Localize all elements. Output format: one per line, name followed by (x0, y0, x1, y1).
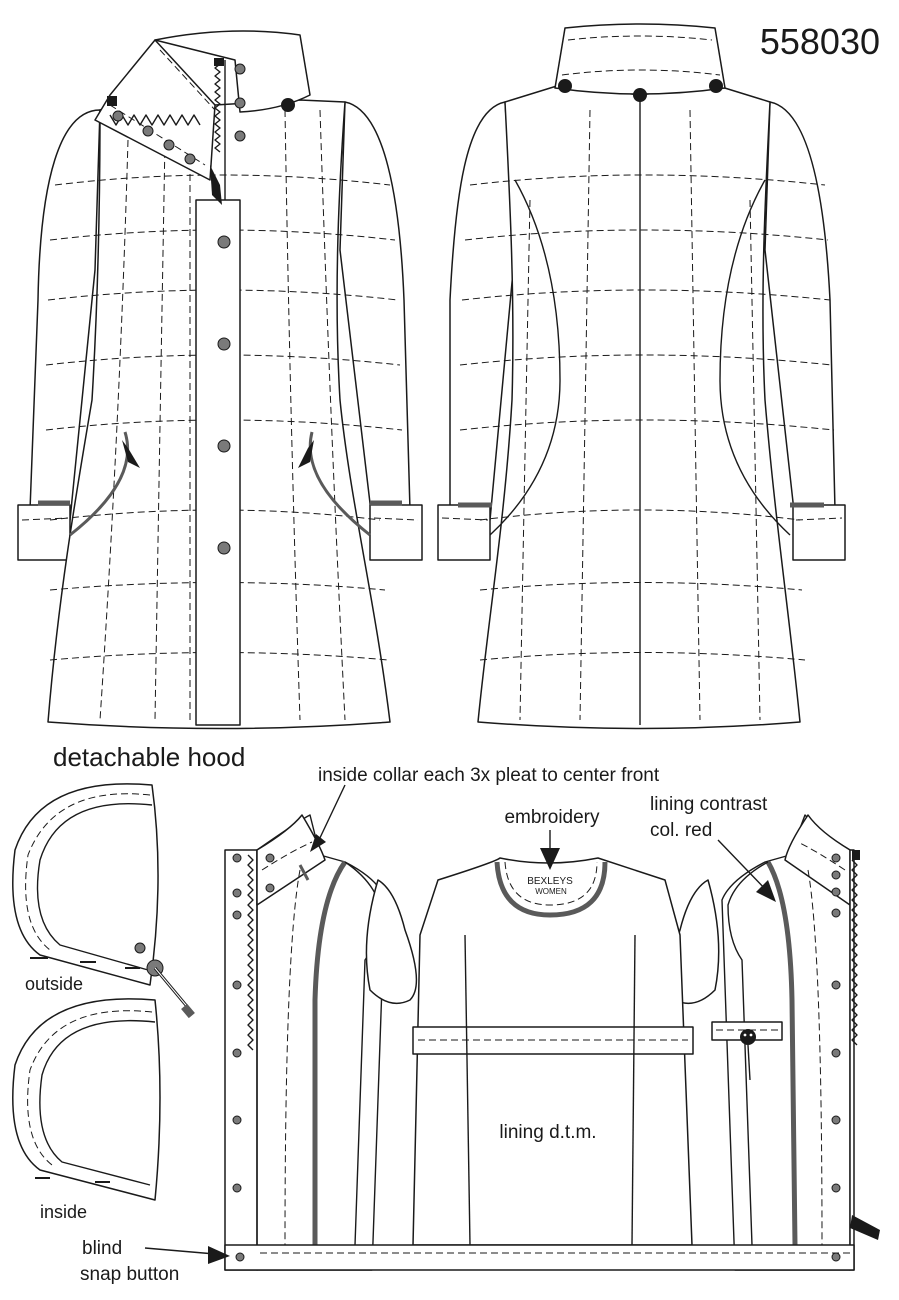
inside-right-snaps (831, 853, 841, 1262)
snap-icon (265, 883, 275, 893)
embroidery-label-line2: WOMEN (535, 887, 567, 896)
inside-view: BEXLEYS WOMEN lining d.t.m. (224, 814, 880, 1271)
collar-snap-icon (112, 110, 124, 122)
snap-icon (232, 980, 242, 990)
front-right-pocket (308, 431, 371, 537)
hood-toggle-icon (134, 942, 146, 954)
front-collar-zigzag (109, 114, 201, 126)
inside-left-zipper-teeth (247, 854, 254, 1051)
inside-left-armhole (365, 879, 418, 1005)
snap-icon (265, 853, 275, 863)
callouts: inside collar each 3x pleat to center fr… (80, 765, 776, 1285)
inside-hem-band (224, 1244, 855, 1271)
inside-right-collar (784, 814, 851, 906)
back-collar-button-icon (633, 88, 647, 102)
back-right-sleeve (764, 101, 836, 521)
front-collar-lapel (94, 39, 216, 181)
snap-icon (831, 908, 841, 918)
back-left-sleeve (449, 101, 516, 521)
snap-icon (232, 853, 242, 863)
blind-snap-callout-line2: snap button (80, 1264, 179, 1285)
back-left-cuff (437, 504, 491, 561)
inside-left-contrast-lining (312, 860, 348, 1245)
back-right-princess-seam (719, 179, 791, 536)
style-number: 558030 (760, 21, 880, 62)
snap-icon (831, 1252, 841, 1262)
front-view (17, 30, 423, 730)
inside-left-facing (224, 849, 258, 1271)
collar-button-icon (281, 98, 295, 112)
snap-icon (232, 888, 242, 898)
snap-icon (831, 887, 841, 897)
snap-icon (831, 853, 841, 863)
front-left-pocket (69, 431, 130, 537)
back-collar (554, 23, 726, 95)
front-right-cuff (369, 504, 423, 561)
embroidery-label-line1: BEXLEYS (527, 876, 573, 887)
snap-icon (831, 1115, 841, 1125)
snap-icon (831, 980, 841, 990)
snap-icon (232, 1048, 242, 1058)
blind-snap-callout-line1: blind (82, 1238, 122, 1259)
back-body (477, 84, 801, 730)
front-right-sleeve (339, 101, 411, 521)
snap-icon (831, 870, 841, 880)
front-left-sleeve (29, 109, 101, 521)
back-left-princess-seam (489, 179, 561, 536)
inside-left-snaps (232, 853, 275, 1262)
back-view (437, 23, 846, 730)
lining-contrast-callout-line1: lining contrast (650, 794, 768, 815)
arrow-icon (756, 880, 776, 902)
front-button-icon (217, 541, 231, 555)
hood-outside-label: outside (25, 974, 83, 994)
neck-contrast-binding (494, 861, 608, 918)
collar-snap-icon (163, 139, 175, 151)
inside-left-collar (256, 814, 326, 906)
arrow-icon (540, 848, 560, 870)
snap-icon (831, 1048, 841, 1058)
front-placket (195, 199, 241, 726)
front-zipper-teeth (214, 59, 221, 153)
collar-snap-icon (234, 97, 246, 109)
blind-snap-icon (235, 1252, 245, 1262)
collar-snap-icon (142, 125, 154, 137)
snap-icon (232, 1115, 242, 1125)
inside-right-facing (849, 849, 855, 1271)
collar-snap-icon (184, 153, 196, 165)
front-collar (154, 30, 311, 113)
hood-section-title: detachable hood (53, 742, 245, 772)
front-button-icon (217, 235, 231, 249)
back-collar-button-icon (709, 79, 723, 93)
back-right-cuff (792, 504, 846, 561)
front-button-icon (217, 439, 231, 453)
back-collar-button-icon (558, 79, 572, 93)
inner-pocket-button-icon (740, 1029, 756, 1045)
arrow-icon (208, 1246, 230, 1264)
snap-icon (232, 1183, 242, 1193)
lining-main-label: lining d.t.m. (499, 1122, 596, 1143)
inside-collar-callout: inside collar each 3x pleat to center fr… (318, 765, 660, 786)
hood-inside-label: inside (40, 1202, 87, 1222)
front-button-icon (217, 337, 231, 351)
lining-contrast-callout-line2: col. red (650, 820, 712, 841)
arrow-icon (310, 834, 326, 852)
collar-snap-icon (234, 63, 246, 75)
inside-right-contrast-lining (765, 860, 798, 1246)
snap-icon (232, 910, 242, 920)
front-left-cuff (17, 504, 71, 561)
embroidery-callout: embroidery (504, 807, 600, 828)
inside-right-zipper-teeth (851, 859, 858, 1046)
hood-inside-view (12, 998, 161, 1201)
snap-icon (831, 1183, 841, 1193)
hood-outside-view (12, 783, 195, 1019)
collar-snap-icon (234, 130, 246, 142)
back-quilting (459, 109, 835, 721)
